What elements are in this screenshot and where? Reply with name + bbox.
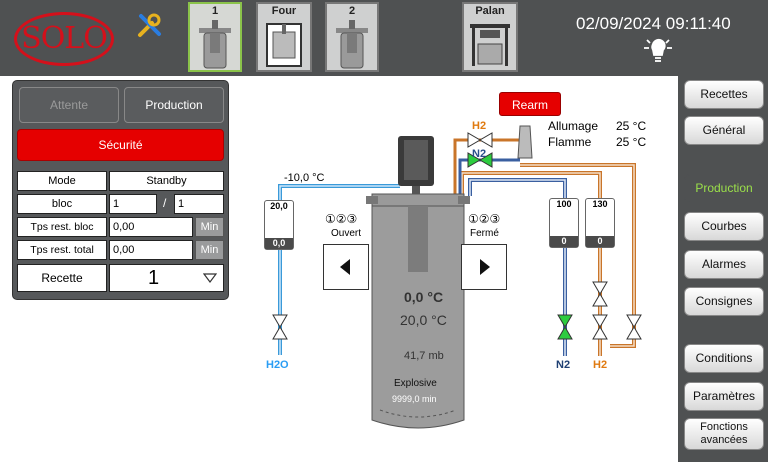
valve-h2-3[interactable] — [626, 314, 642, 340]
bloc-separator: / — [163, 196, 167, 210]
h2-top-label: H2 — [472, 120, 487, 132]
ouvert-label: Ouvert — [331, 228, 362, 239]
vessel-mode: Explosive — [394, 378, 437, 389]
sidebar-item-production[interactable]: Production — [684, 174, 764, 203]
tps-rest-total-value: 0,00 — [109, 240, 193, 260]
steps-right: ①②③ — [468, 212, 501, 226]
tab-palan[interactable]: Palan — [462, 2, 518, 72]
bloc-current-input[interactable]: 1 — [109, 194, 157, 214]
bloc-total-input[interactable]: 1 — [174, 194, 224, 214]
tank-100-top: 100 — [556, 199, 572, 209]
open-arrow-button[interactable] — [323, 244, 369, 290]
tps-rest-total-unit: Min — [195, 240, 224, 260]
h2o-label: H2O — [266, 359, 289, 371]
valve-h2-top[interactable] — [467, 132, 493, 148]
lightbulb-icon[interactable] — [640, 38, 676, 66]
pipe-temperature: -10,0 °C — [284, 172, 325, 184]
recette-select[interactable]: 1 — [109, 264, 224, 292]
bloc-label: bloc — [17, 194, 107, 214]
flamme-value: 25 °C — [616, 135, 647, 149]
vessel-temp-setpoint: 20,0 °C — [400, 312, 447, 328]
tank-left-bottom: 0,0 — [265, 238, 293, 249]
allumage-label: Allumage — [548, 119, 599, 133]
h2-bottom-label: H2 — [593, 359, 608, 371]
sidebar: Recettes Général Production Courbes Alar… — [678, 76, 768, 462]
attente-button[interactable]: Attente — [19, 87, 119, 123]
valve-h2-2[interactable] — [592, 314, 608, 340]
close-arrow-button[interactable] — [461, 244, 507, 290]
valve-h2-1[interactable] — [592, 281, 608, 307]
reactor-icon — [336, 20, 368, 69]
reactor-icon — [199, 20, 231, 69]
valve-n2-bottom[interactable] — [557, 314, 573, 340]
allumage-value: 25 °C — [616, 119, 647, 133]
tps-rest-total-label: Tps rest. total — [17, 240, 107, 260]
sidebar-item-courbes[interactable]: Courbes — [684, 212, 764, 241]
mode-value: Standby — [109, 171, 224, 191]
tab-palan-label: Palan — [475, 5, 505, 17]
tab-four[interactable]: Four — [256, 2, 312, 72]
hoist-icon — [470, 24, 510, 66]
tank-130-bottom: 0 — [586, 236, 614, 247]
control-panel: Attente Production Sécurité Mode Standby… — [12, 80, 229, 300]
tps-rest-bloc-value: 0,00 — [109, 217, 193, 237]
sidebar-item-general[interactable]: Général — [684, 116, 764, 145]
arrow-left-icon — [340, 259, 350, 275]
tab-reactor-2[interactable]: 2 — [325, 2, 379, 72]
steps-left: ①②③ — [325, 212, 358, 226]
tank-100-bottom: 0 — [550, 236, 578, 247]
n2-bottom-label: N2 — [556, 359, 571, 371]
datetime: 02/09/2024 09:11:40 — [576, 14, 731, 33]
tab-reactor-2-label: 2 — [348, 5, 356, 17]
production-button[interactable]: Production — [124, 87, 224, 123]
tab-reactor-1[interactable]: 1 — [188, 2, 242, 72]
oven-icon — [266, 23, 302, 67]
tank-left-top: 20,0 — [270, 201, 288, 211]
solo-logo: SOLO — [14, 12, 114, 66]
vessel-temp-actual: 0,0 °C — [404, 289, 444, 305]
recette-select-value: 1 — [148, 267, 160, 289]
valve-h2o[interactable] — [272, 314, 288, 340]
chevron-down-icon — [203, 273, 217, 283]
ferme-label: Fermé — [470, 228, 499, 239]
top-bar: SOLO 1 Four 2 Palan — [0, 0, 768, 76]
sidebar-item-recettes[interactable]: Recettes — [684, 80, 764, 109]
sidebar-item-conditions[interactable]: Conditions — [684, 344, 764, 373]
valve-n2-top[interactable] — [467, 152, 493, 168]
mode-label: Mode — [17, 171, 107, 191]
arrow-right-icon — [480, 259, 490, 275]
tab-four-label: Four — [271, 5, 297, 17]
recette-label: Recette — [17, 264, 107, 292]
tank-100: 100 0 — [549, 198, 579, 248]
sidebar-item-parametres[interactable]: Paramètres — [684, 382, 764, 411]
tank-left: 20,0 0,0 — [264, 200, 294, 250]
tank-130: 130 0 — [585, 198, 615, 248]
tps-rest-bloc-unit: Min — [195, 217, 224, 237]
sidebar-item-alarmes[interactable]: Alarmes — [684, 250, 764, 279]
sidebar-item-fonctions-avancees[interactable]: Fonctions avancées — [684, 418, 764, 450]
tps-rest-bloc-label: Tps rest. bloc — [17, 217, 107, 237]
tab-reactor-1-label: 1 — [211, 5, 219, 17]
tools-icon[interactable] — [135, 10, 165, 40]
securite-button[interactable]: Sécurité — [17, 129, 224, 161]
tank-130-top: 130 — [592, 199, 608, 209]
rearm-button[interactable]: Rearm — [499, 92, 561, 116]
flamme-label: Flamme — [548, 135, 592, 149]
vessel-pressure: 41,7 mb — [404, 350, 444, 362]
sidebar-item-consignes[interactable]: Consignes — [684, 287, 764, 316]
vessel-time: 9999,0 min — [392, 394, 437, 404]
n2-top-label: N2 — [472, 148, 487, 160]
